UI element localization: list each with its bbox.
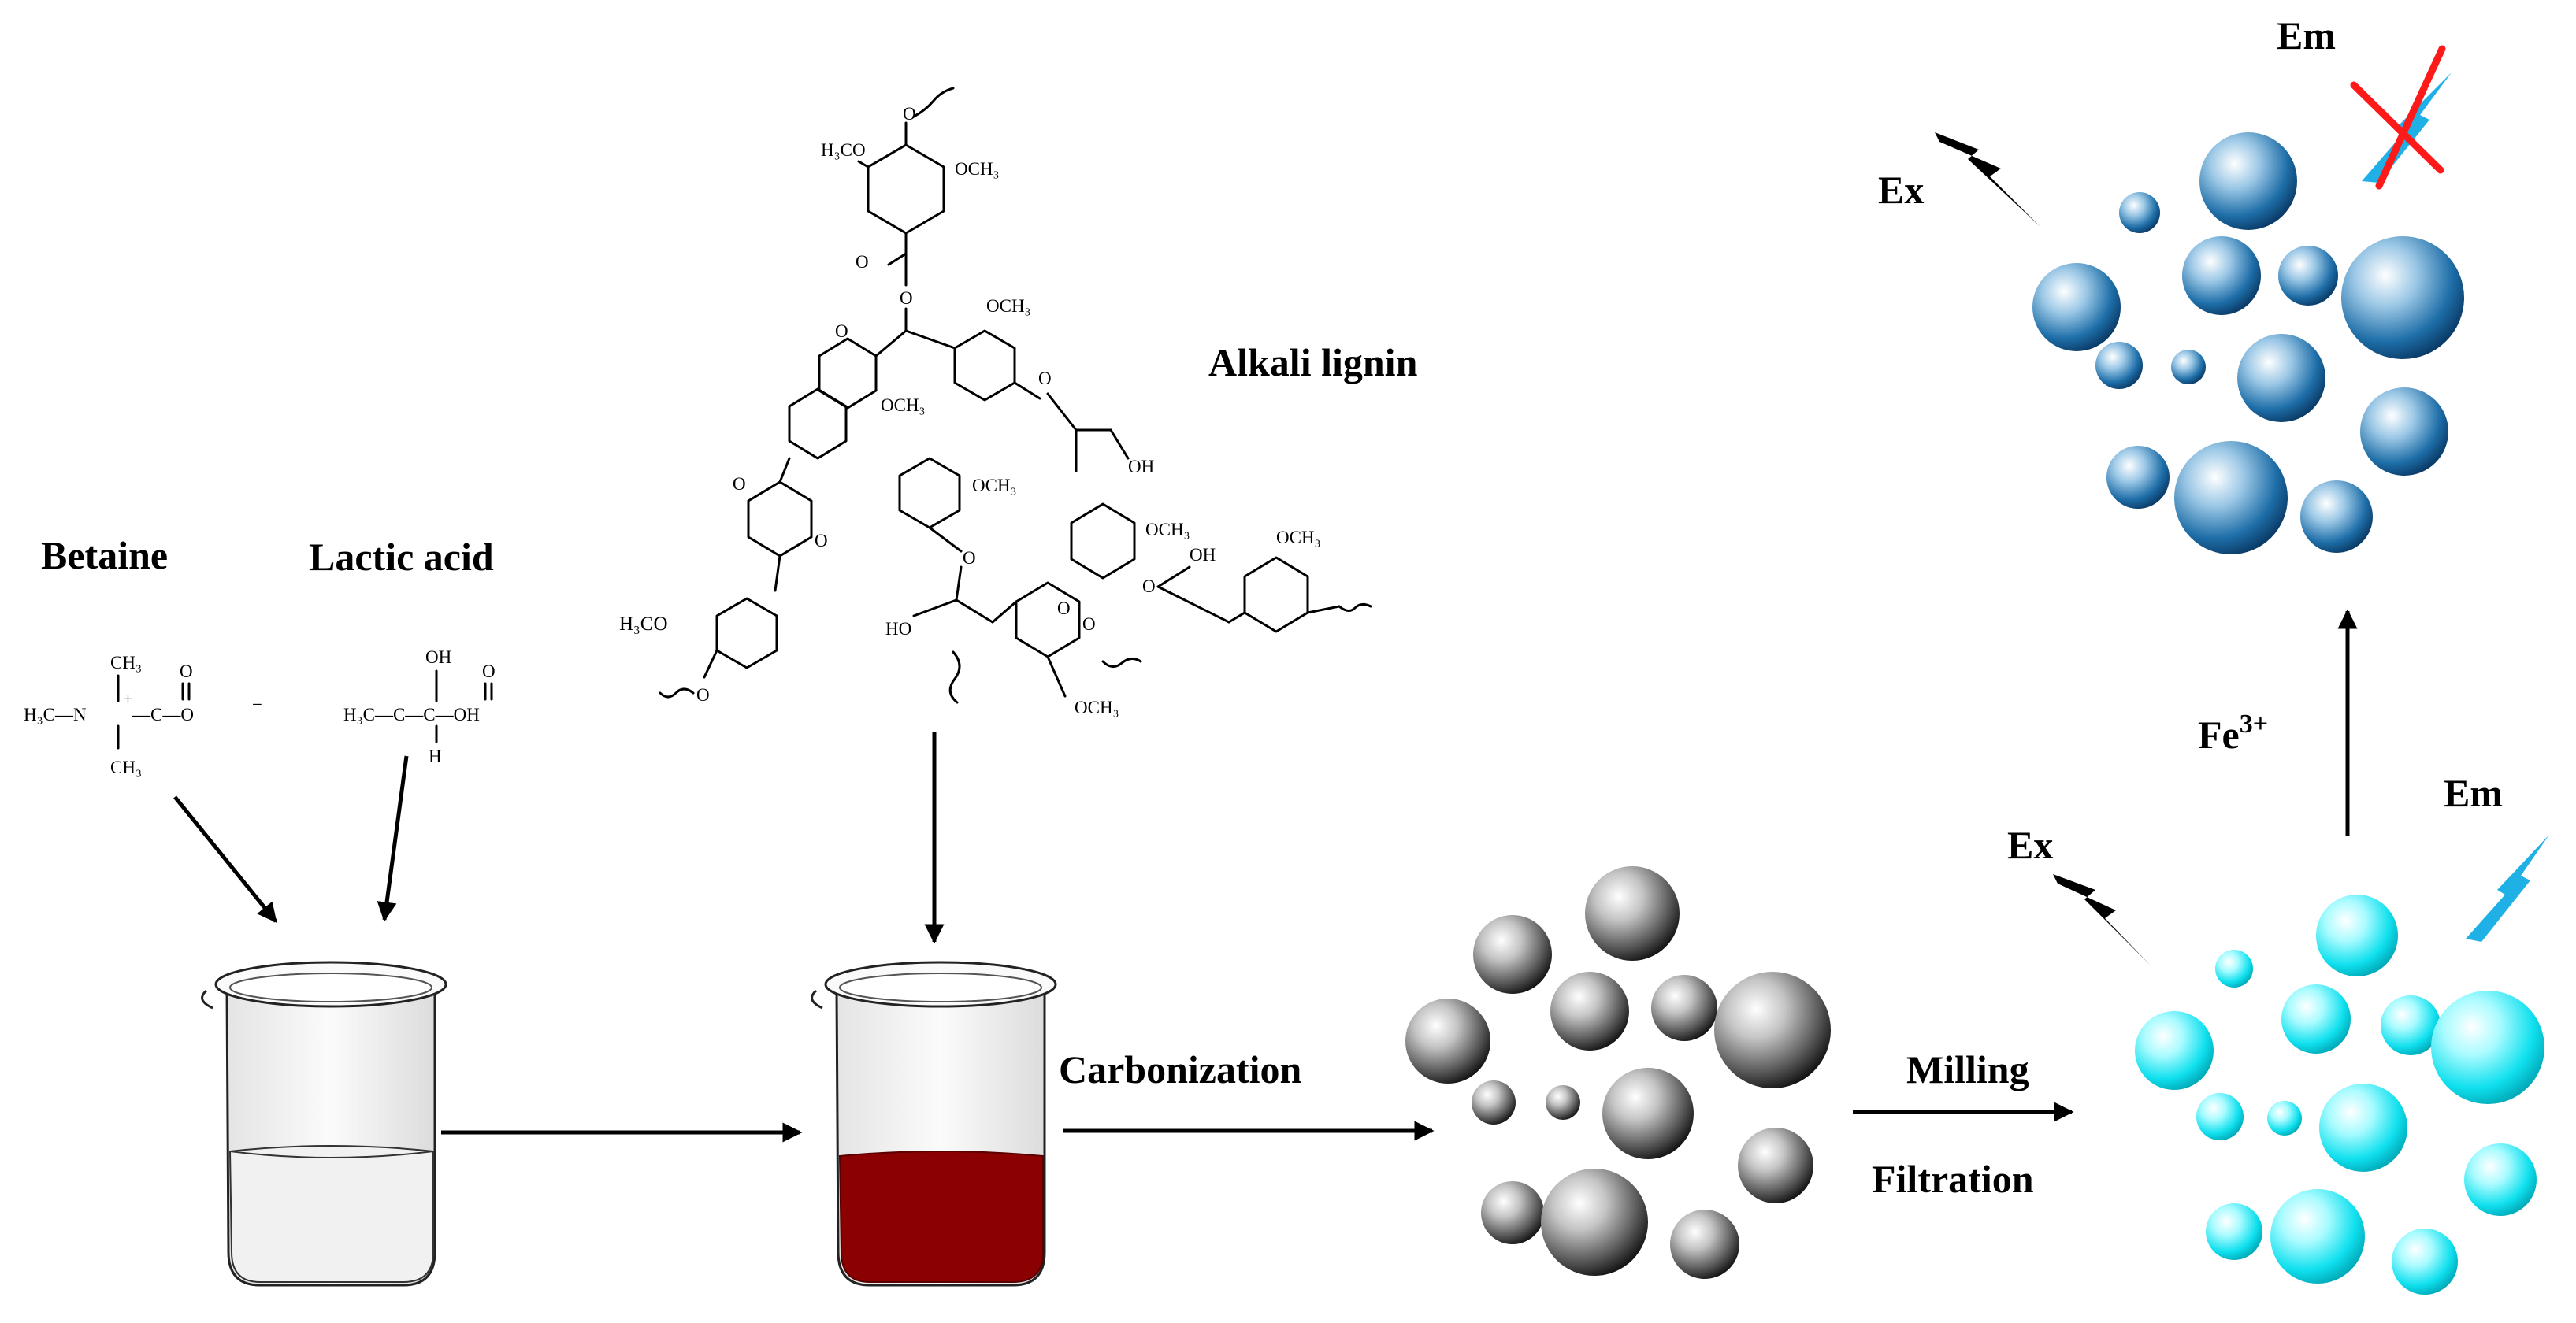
beaker-icon [811,961,1057,1287]
carbon-dots-cluster [1405,866,1831,1279]
alkali-lignin-label: Alkali lignin [1208,340,1418,384]
svg-text:O: O [1082,614,1096,634]
svg-text:OCH₃: OCH₃ [1075,698,1119,717]
lactic-acid-structure: OH O H₃C—C—C—OH H [343,647,496,766]
fe-symbol: Fe [2198,713,2240,757]
svg-text:OCH₃: OCH₃ [955,159,1000,179]
svg-text:O: O [835,321,848,341]
lightning-bolt-icon [2053,874,2151,965]
lactic-oh: OH [425,647,451,667]
svg-text:OH: OH [1190,545,1216,565]
betaine-minus: − [252,695,262,714]
svg-text:OCH₃: OCH₃ [881,395,926,415]
lactic-h: H [429,747,442,766]
betaine-ch3-top: CH₃ [110,653,142,673]
betaine-label: Betaine [41,533,168,577]
lactic-o: O [482,662,496,681]
lightning-bolt-icon [2466,835,2549,942]
svg-text:H₃CO: H₃CO [821,140,866,160]
svg-text:OCH₃: OCH₃ [1145,520,1190,539]
fe-label: Fe3+ [2198,710,2268,757]
lightning-bolt-icon [1935,132,2040,227]
carbonization-label: Carbonization [1059,1047,1302,1091]
betaine-o: O [180,662,193,681]
fe-charge: 3+ [2240,710,2268,739]
lignin-structure: H₃CO OCH₃ O O O O OCH₃ O OH OCH₃ O O [619,87,1372,717]
betaine-h3c-n: H₃C—N [24,705,87,724]
arrow-lactic [377,755,409,922]
svg-text:H₃CO: H₃CO [619,613,668,635]
milling-label: Milling [1906,1047,2029,1091]
quenched-dots-cluster [2032,132,2464,554]
svg-text:O: O [696,685,710,705]
svg-text:O: O [856,252,869,272]
svg-text:O: O [963,548,976,568]
betaine-carboxylate: —C—O [132,705,194,724]
emission-label-bottom: Em [2444,771,2503,815]
excitation-label-top: Ex [1878,168,1924,212]
svg-text:OCH₃: OCH₃ [986,296,1031,316]
svg-text:O: O [903,104,916,124]
betaine-structure: CH₃ O H₃C—N + —C—O − CH₃ [24,653,262,777]
svg-text:O: O [1038,369,1052,388]
svg-text:OCH₃: OCH₃ [972,476,1017,495]
svg-text:O: O [733,474,746,494]
svg-text:O: O [1142,576,1156,596]
cross-out-icon [2350,45,2446,190]
beaker-icon [201,961,447,1287]
fluorescent-dots-cluster [2135,895,2544,1295]
svg-text:O: O [1057,598,1071,618]
lactic-chain: H₃C—C—C—OH [343,705,480,724]
arrow-betaine [173,795,277,923]
svg-text:HO: HO [885,619,911,639]
svg-text:O: O [900,288,913,308]
svg-text:OCH₃: OCH₃ [1276,528,1321,547]
filtration-label: Filtration [1872,1157,2034,1201]
excitation-label-bottom: Ex [2007,823,2053,867]
emission-label-top: Em [2277,13,2336,57]
betaine-ch3-bottom: CH₃ [110,758,142,777]
svg-text:OH: OH [1128,457,1154,476]
betaine-plus: + [123,689,133,709]
lactic-acid-label: Lactic acid [309,535,494,579]
svg-text:O: O [815,531,828,550]
